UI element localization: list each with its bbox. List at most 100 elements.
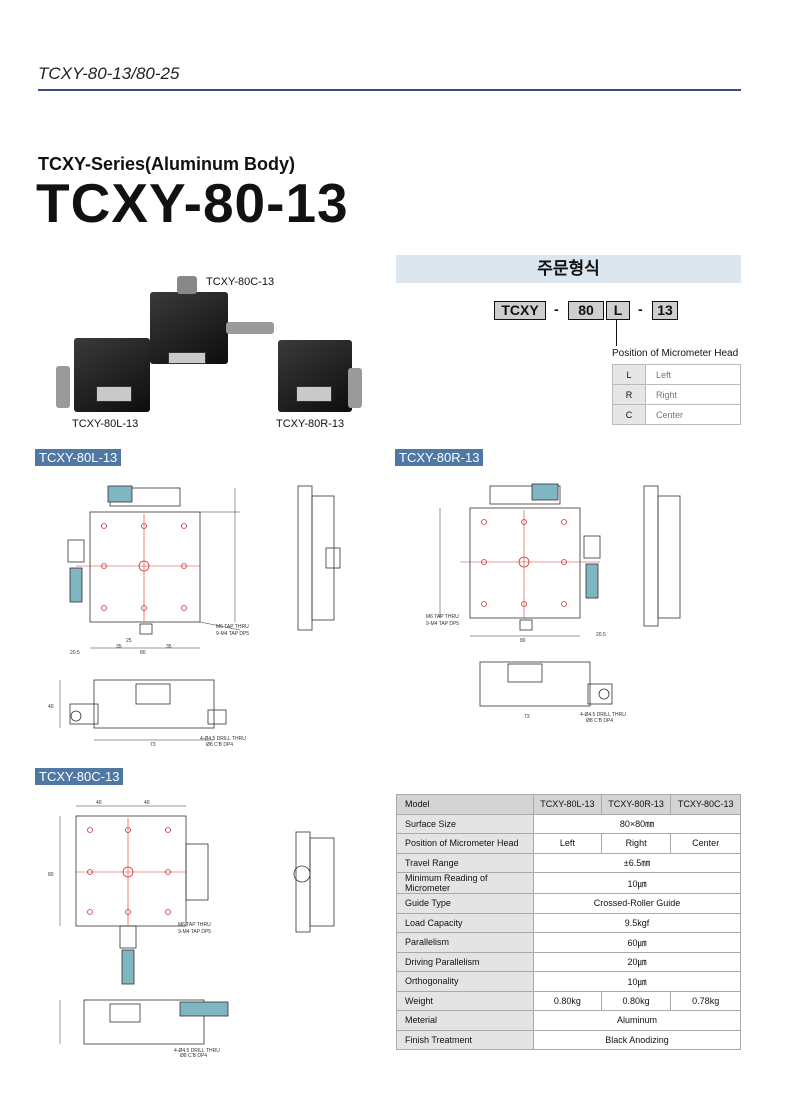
spec-value: 20㎛ <box>533 951 741 972</box>
position-name: Left <box>645 364 741 385</box>
note-tap-thru: M6 TAP THRU <box>216 624 249 630</box>
dim-label: 20.5 <box>70 650 80 656</box>
note-drill: 4-Ø4.5 DRILL THRU <box>580 712 626 718</box>
section-tag-center: TCXY-80C-13 <box>35 768 124 785</box>
note-counterbore: Ø8 C'B DP4 <box>586 718 613 724</box>
spec-label: Position of Micrometer Head <box>396 833 534 854</box>
dim-label: 35 <box>166 644 172 650</box>
dim-label: 73 <box>524 714 530 720</box>
dim-label: 40 <box>144 800 150 806</box>
spec-label: Guide Type <box>396 893 534 914</box>
dim-label: 80 <box>48 872 54 878</box>
note-drill: 4-Ø4.5 DRILL THRU <box>174 1048 220 1054</box>
spec-value: 60㎛ <box>533 932 741 953</box>
position-code: R <box>612 384 646 405</box>
position-code: L <box>612 364 646 385</box>
spec-label: Parallelism <box>396 932 534 953</box>
spec-label: Minimum Reading of Micrometer <box>396 872 534 894</box>
spec-label: Driving Parallelism <box>396 951 534 972</box>
photo-caption-center: TCXY-80C-13 <box>206 276 275 288</box>
spec-table: Model TCXY-80L-13 TCXY-80R-13 TCXY-80C-1… <box>396 794 741 1050</box>
spec-label: Finish Treatment <box>396 1029 534 1050</box>
note-tap-dp: 9-M4 TAP DP5 <box>216 631 249 637</box>
spec-value: Aluminum <box>533 1010 741 1031</box>
spec-header-cell: Model <box>396 794 534 815</box>
position-name: Center <box>645 404 741 425</box>
header-rule <box>38 89 741 91</box>
technical-drawing-right: M6 TAP THRU 9-M4 TAP DP5 4-Ø4.5 DRILL TH… <box>426 483 681 724</box>
note-drill: 4-Ø4.5 DRILL THRU <box>200 736 246 742</box>
spec-label: Travel Range <box>396 852 534 873</box>
note-tap-thru: M6 TAP THRU <box>178 922 211 928</box>
dim-label: 80 <box>140 650 146 656</box>
spec-value: Black Anodizing <box>533 1029 741 1050</box>
spec-value: ±6.5㎜ <box>533 852 741 873</box>
spec-value: Right <box>600 833 672 854</box>
technical-drawing-left: M6 TAP THRU 9-M4 TAP DP5 80 25 35 35 20.… <box>48 485 341 748</box>
photo-caption-left: TCXY-80L-13 <box>72 418 139 430</box>
spec-label: Surface Size <box>396 813 534 834</box>
dim-label: 80 <box>520 638 526 644</box>
dim-label: 25 <box>126 638 132 644</box>
series-title: TCXY-Series(Aluminum Body) <box>38 154 296 174</box>
note-tap-dp: 9-M4 TAP DP5 <box>178 929 211 935</box>
spec-header-cell: TCXY-80L-13 <box>533 794 602 815</box>
photo-left-stage <box>56 338 150 412</box>
spec-label: Orthogonality <box>396 971 534 992</box>
order-format-title: 주문형식 <box>396 255 741 283</box>
code-part-series: TCXY <box>494 301 546 320</box>
code-dash: - <box>554 301 559 317</box>
spec-value: Left <box>533 833 602 854</box>
spec-header-cell: TCXY-80R-13 <box>600 794 672 815</box>
dim-label: 40 <box>48 704 54 710</box>
section-tag-left: TCXY-80L-13 <box>35 449 122 466</box>
dim-label: 20.5 <box>596 632 606 638</box>
code-part-travel: 13 <box>652 301 678 320</box>
spec-value: Center <box>670 833 741 854</box>
position-code: C <box>612 404 646 425</box>
spec-value: 10㎛ <box>533 872 741 894</box>
position-label: Position of Micrometer Head <box>612 348 739 359</box>
code-part-position: L <box>606 301 630 320</box>
spec-header-row: Model TCXY-80L-13 TCXY-80R-13 TCXY-80C-1… <box>396 794 741 815</box>
note-tap-thru: M6 TAP THRU <box>426 614 459 620</box>
spec-label: Meterial <box>396 1010 534 1031</box>
code-part-size: 80 <box>568 301 604 320</box>
dim-label: 40 <box>96 800 102 806</box>
note-counterbore: Ø8 C'B DP4 <box>180 1053 207 1058</box>
photo-caption-right: TCXY-80R-13 <box>276 418 345 430</box>
spec-header-cell: TCXY-80C-13 <box>670 794 741 815</box>
dim-label: 73 <box>150 742 156 748</box>
note-counterbore: Ø8 C'B DP4 <box>206 742 233 748</box>
model-title: TCXY-80-13 <box>36 172 349 234</box>
spec-label: Load Capacity <box>396 912 534 933</box>
photo-center-stage <box>150 276 274 364</box>
header-title: TCXY-80-13/80-25 <box>38 64 180 83</box>
spec-value: 0.80kg <box>600 990 672 1011</box>
spec-value: 0.78kg <box>670 990 741 1011</box>
spec-row: Travel Range±6.5㎜ <box>396 852 741 873</box>
spec-value: Crossed-Roller Guide <box>533 893 741 914</box>
position-name: Right <box>645 384 741 405</box>
spec-value: 80×80㎜ <box>533 813 741 834</box>
spec-label: Weight <box>396 990 534 1011</box>
section-tag-right: TCXY-80R-13 <box>395 449 484 466</box>
spec-value: 0.80kg <box>533 990 602 1011</box>
code-dash: - <box>638 301 643 317</box>
spec-value: 10㎛ <box>533 971 741 992</box>
code-leader-line <box>616 320 617 346</box>
